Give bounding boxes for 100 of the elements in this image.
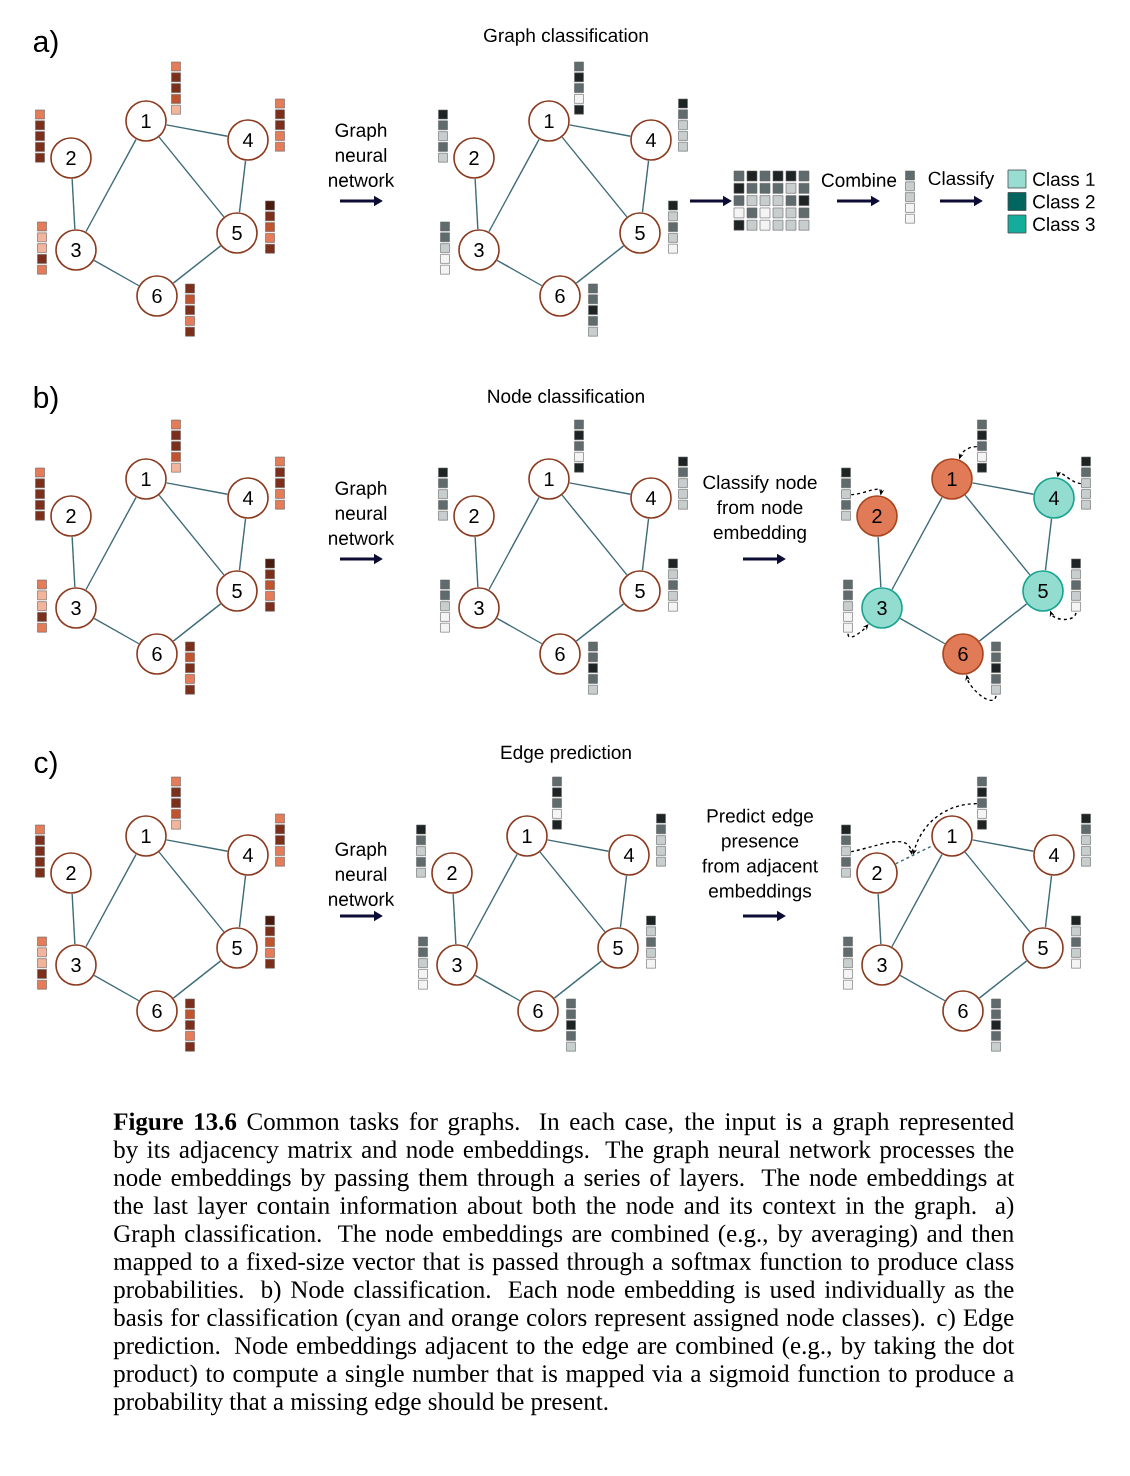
graph-edge [1044,517,1053,572]
dashed-arrow [1056,471,1082,485]
dashed-arrow [850,488,885,496]
graph-edge [93,259,140,287]
arrow-label: Graph neural network [329,123,395,187]
graph-node: 6 [136,275,178,317]
graph-node: 2 [50,495,92,537]
panel-label: b) [34,386,58,414]
graph-edge [172,960,222,999]
panel-title: Graph classification [484,28,648,46]
embedding-vector [1071,558,1081,612]
panel-title: Node classification [488,389,644,403]
panel-title: Edge prediction [501,745,631,763]
graph-edge [85,138,137,233]
graph-edge [561,494,628,576]
graph-node: 1 [125,458,167,500]
graph-edge [238,159,247,214]
graph-edge [561,136,628,218]
graph-node: 1 [528,100,570,142]
graph-edge [238,874,247,929]
graph-node: 5 [619,212,661,254]
graph-edge [172,603,222,642]
graph-node: 4 [227,119,269,161]
graph-node: 1 [125,815,167,857]
graph-edge [165,124,229,137]
graph-node: 6 [539,275,581,317]
graph-node: 3 [55,944,97,986]
graph-node: 1 [931,458,973,500]
graph-edge [568,124,632,137]
embedding-vector [841,824,851,878]
graph-node: 3 [861,587,903,629]
arrow-label: Graph neural network [329,481,395,545]
graph-node: 2 [856,495,898,537]
graph-edge [964,851,1031,933]
dashed-arrow [912,802,978,855]
graph-node: 2 [856,852,898,894]
graph-node: 3 [458,229,500,271]
graph-edge [568,482,632,495]
graph-edge [158,494,225,576]
embedding-vector [843,579,853,633]
graph-node: 5 [1022,927,1064,969]
graph-edge [891,496,943,591]
graph-node: 6 [136,633,178,675]
panel-label: c) [34,751,57,779]
legend-text: Class 1 [1033,172,1095,186]
graph-node: 1 [528,458,570,500]
graph-node: 1 [931,815,973,857]
graph-edge [93,974,140,1002]
graph-edge [877,536,882,588]
graph-edge [496,617,543,645]
graph-edge [93,617,140,645]
graph-edge [546,839,610,852]
graph-edge [971,482,1035,495]
graph-edge [575,245,625,284]
graph-node: 5 [216,570,258,612]
graph-edge [158,136,225,218]
embedding-vector [841,467,851,521]
graph-node: 2 [453,495,495,537]
graph-node: 6 [539,633,581,675]
graph-node: 5 [619,570,661,612]
graph-edge [71,893,76,945]
legend-text: Class 2 [1033,194,1095,209]
embedding-vector [1081,456,1091,510]
panel-label: a) [33,30,58,58]
embedding-vector [977,776,987,830]
graph-node: 5 [216,212,258,254]
graph-edge [474,974,521,1002]
graph-edge [641,159,650,214]
arrow-label: Combine [821,173,897,187]
graph-edge [899,974,946,1002]
graph-node: 6 [136,990,178,1032]
graph-edge [877,893,882,945]
figure-caption: Figure 13.6 Common tasks for graphs. In each case, the input is a graph represented by its adjacency matrix and node embeddings. The graph neural network processes the node embeddings by passing them through a series of layers. The node embeddings at the last layer contain information about both the node and its context in the graph. a) Graph classification. The node embeddings are combined (e.g., by averaging) and then mapped to a fixed-size vector that is passed through a softmax function to produce class probabilities. b) Node classification. Each node embedding is used individually as the basis for classification (cyan and orange colors represent assigned node classes). c) Edge prediction. Node embeddings adjacent to the edge are combined (e.g., by taking the dot product) to compute a single number that is mapped via a sigmoid function to produce a probability that a missing edge should be present. [113,1112,1015,1416]
graph-node: 4 [227,477,269,519]
graph-node: 2 [453,137,495,179]
graph-node: 4 [630,477,672,519]
graph-node: 4 [227,834,269,876]
graph-edge [575,603,625,642]
graph-node: 5 [216,927,258,969]
graph-edge [466,853,518,948]
embedding-vector [991,641,1001,695]
graph-node: 5 [1022,570,1064,612]
legend-text: Class 3 [1033,217,1095,231]
arrow-label: Classify node from node embedding [703,475,817,543]
graph-edge [978,603,1028,642]
embedding-vector [977,419,987,473]
arrow-label: Predict edge presence from adjacent embeddings [702,808,818,902]
graph-edge [496,259,543,287]
graph-edge [165,482,229,495]
graph-edge [891,853,943,948]
graph-edge [452,893,457,945]
graph-node: 4 [608,834,650,876]
graph-edge [971,839,1035,852]
graph-edge [899,617,946,645]
dashed-arrow [850,841,914,855]
graph-edge [71,178,76,230]
graph-edge [474,178,479,230]
graph-edge [238,517,247,572]
graph-node: 4 [630,119,672,161]
graph-node: 4 [1033,834,1075,876]
